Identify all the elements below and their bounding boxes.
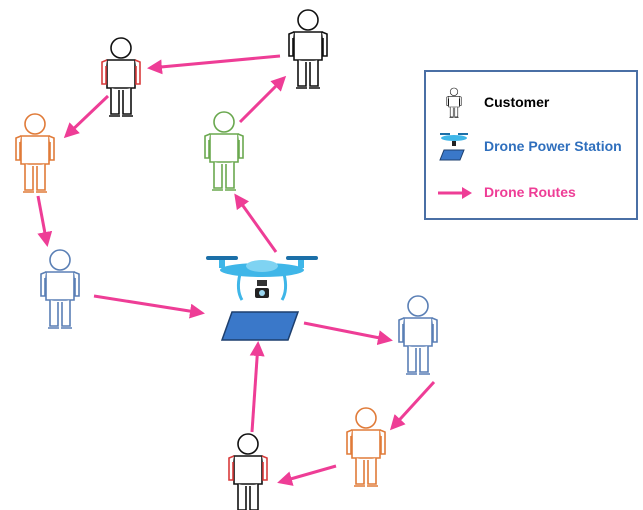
customer-c7 bbox=[346, 407, 386, 487]
customer-c1 bbox=[288, 9, 328, 89]
legend-item-customer: Customer bbox=[426, 86, 636, 120]
charging-pad bbox=[220, 311, 300, 341]
legend-label-customer: Customer bbox=[484, 94, 550, 110]
person-icon bbox=[40, 249, 80, 329]
customer-c3 bbox=[15, 113, 55, 193]
route-c2-to-c3 bbox=[63, 94, 110, 139]
drone-station-icon bbox=[439, 133, 468, 161]
person-icon bbox=[204, 111, 244, 191]
drone-routes bbox=[36, 54, 436, 486]
person-icon bbox=[101, 37, 141, 117]
person-icon bbox=[15, 113, 55, 193]
legend: Customer Drone Power Station Drone Route… bbox=[424, 70, 638, 220]
customer-c8 bbox=[228, 433, 268, 510]
arrow-right-icon bbox=[438, 187, 472, 199]
person-icon bbox=[446, 87, 462, 118]
customer-c5 bbox=[204, 111, 244, 191]
customer-c4 bbox=[40, 249, 80, 329]
customer-c6 bbox=[398, 295, 438, 375]
route-c1-to-c2 bbox=[147, 54, 281, 75]
legend-item-routes: Drone Routes bbox=[426, 176, 636, 210]
person-icon bbox=[346, 407, 386, 487]
customer-c2 bbox=[101, 37, 141, 117]
legend-label-routes: Drone Routes bbox=[484, 184, 576, 200]
person-icon bbox=[288, 9, 328, 89]
legend-item-station: Drone Power Station bbox=[426, 130, 636, 164]
drone-icon bbox=[206, 256, 318, 301]
legend-label-station: Drone Power Station bbox=[484, 138, 622, 154]
route-c8-to-station bbox=[249, 341, 265, 433]
drone-power-station bbox=[206, 256, 318, 341]
route-c3-to-c4 bbox=[36, 195, 53, 247]
route-c6-to-c7 bbox=[389, 380, 436, 431]
route-station-to-c5 bbox=[234, 193, 278, 253]
person-icon bbox=[228, 433, 268, 510]
route-station-to-c6 bbox=[303, 321, 393, 346]
route-c4-to-station bbox=[93, 294, 205, 319]
route-c7-to-c8 bbox=[277, 464, 337, 486]
person-icon bbox=[398, 295, 438, 375]
route-c5-to-c1 bbox=[238, 75, 287, 124]
